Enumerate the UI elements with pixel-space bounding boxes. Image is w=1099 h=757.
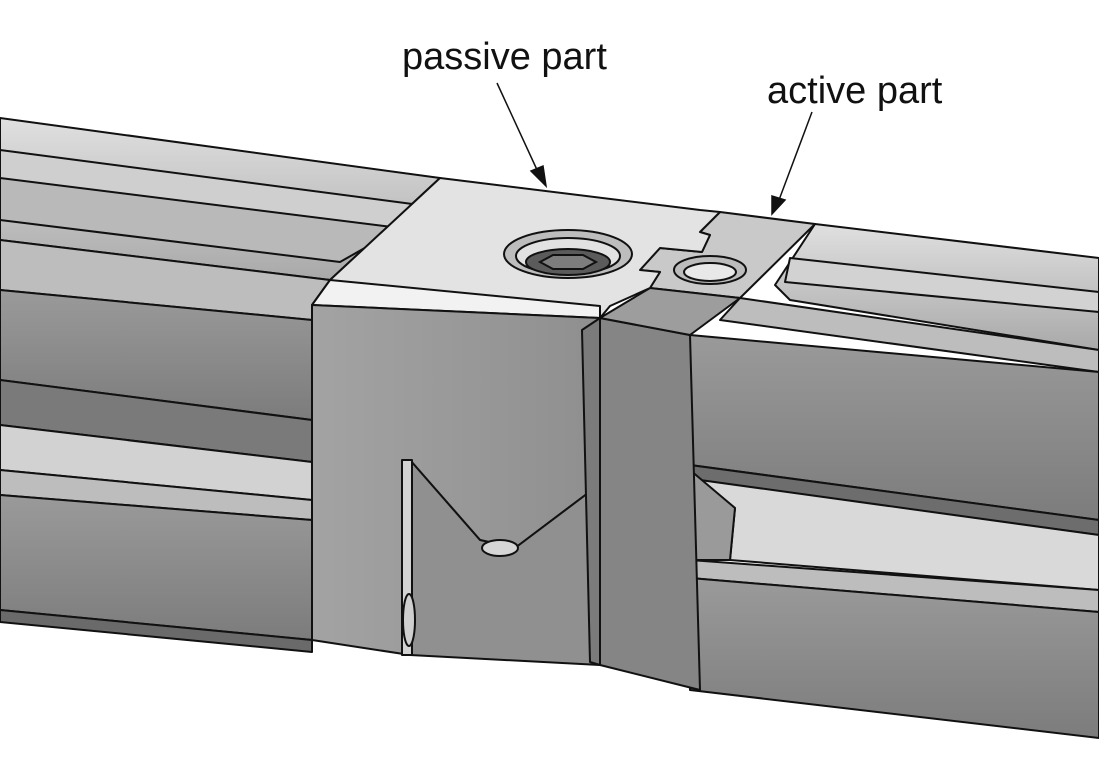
hex-socket-screw-icon xyxy=(503,229,633,279)
leader-lines xyxy=(496,82,813,216)
round-hole-icon xyxy=(673,255,747,285)
passive-part-label: passive part xyxy=(402,36,607,78)
right-profile xyxy=(689,223,1099,739)
active-part-label: active part xyxy=(767,70,943,112)
passive-part xyxy=(311,177,721,666)
